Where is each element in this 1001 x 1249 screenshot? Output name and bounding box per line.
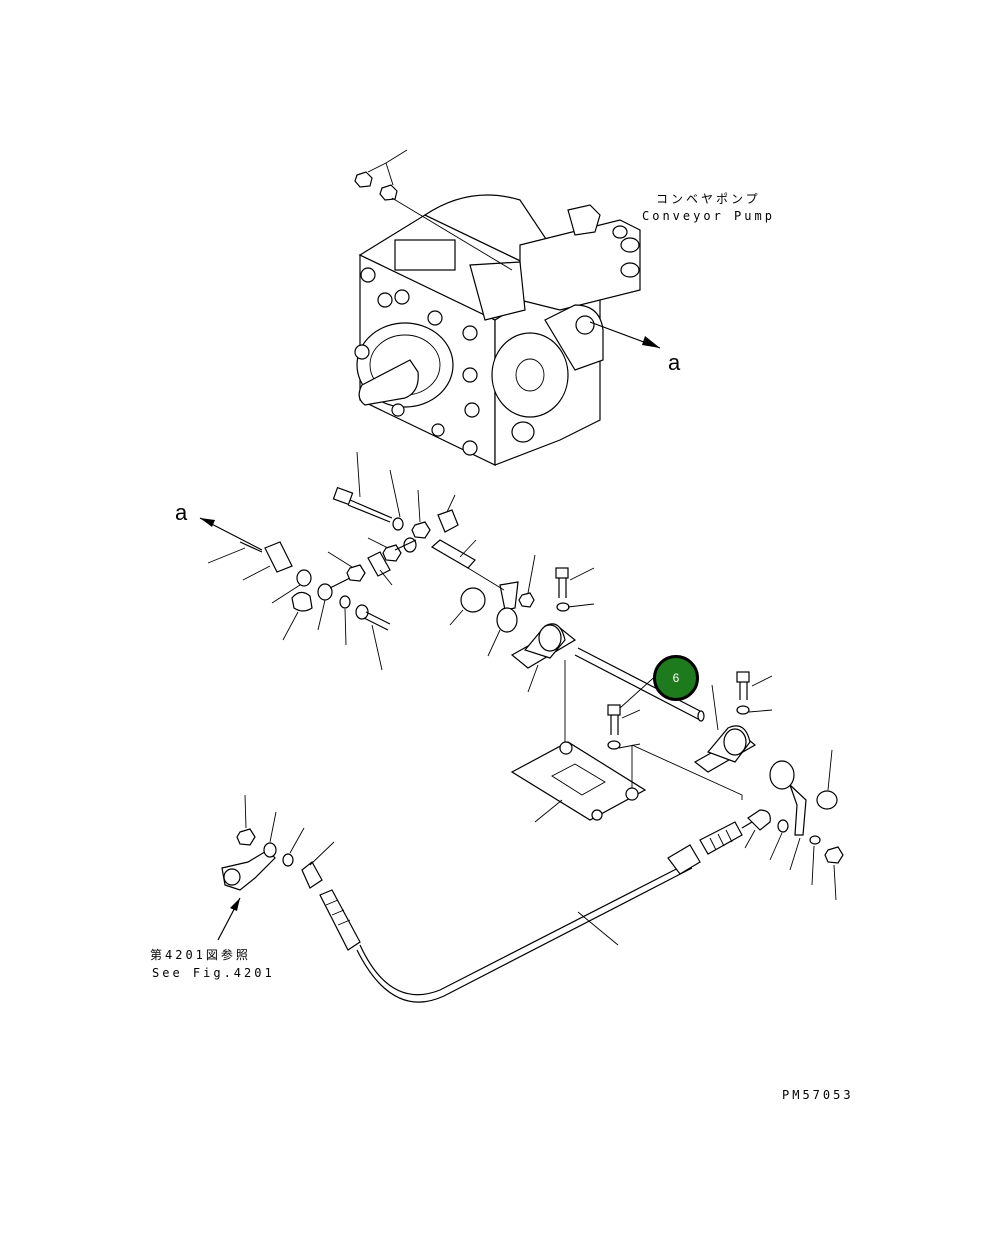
part-callout-6[interactable]: 6 (653, 655, 699, 701)
pump-label-jp: コンベヤポンプ (656, 192, 761, 206)
bearing-assembly (510, 567, 773, 823)
pump-label-en: Conveyor Pump (642, 209, 775, 223)
reference-a-left: a (175, 500, 188, 525)
lower-left-lever (217, 794, 335, 941)
lever-parts (744, 749, 844, 901)
control-cable (319, 821, 753, 1003)
reference-a-top: a (668, 350, 681, 375)
see-fig-label-jp: 第4201図参照 (150, 948, 251, 962)
linkage-parts (199, 451, 536, 671)
drawing-number: PM57053 (782, 1088, 854, 1102)
conveyor-pump (354, 149, 661, 466)
see-fig-label-en: See Fig.4201 (152, 966, 275, 980)
